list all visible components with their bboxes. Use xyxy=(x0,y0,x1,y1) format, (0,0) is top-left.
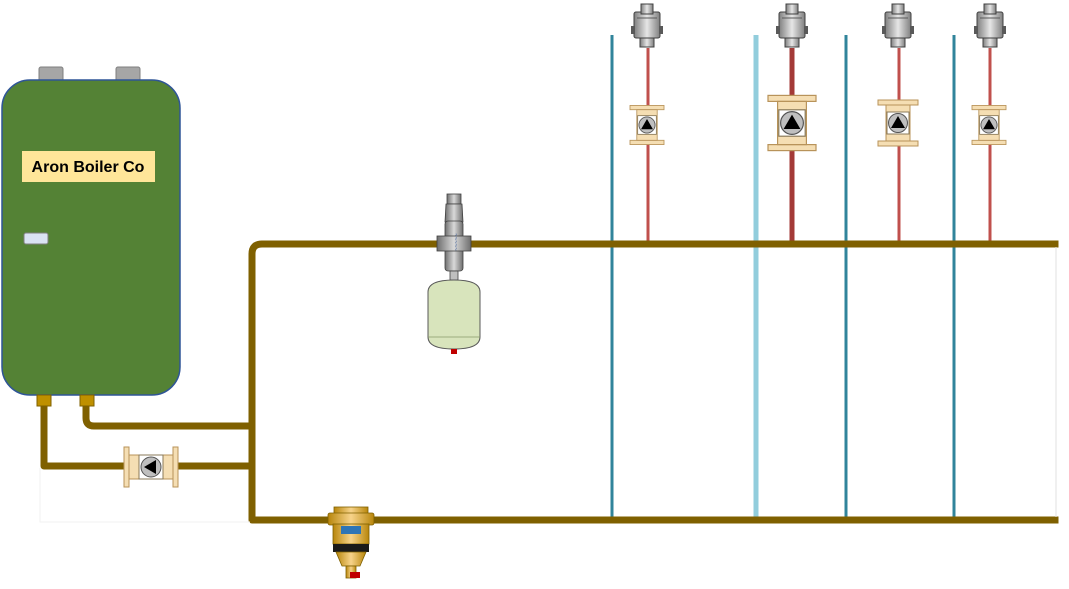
zone-circulator-2[interactable] xyxy=(767,94,817,152)
zone-valve-3[interactable] xyxy=(881,3,915,48)
primary-supply-pipe xyxy=(248,240,1059,524)
boiler-fitting-left xyxy=(36,394,52,407)
boiler-supply-pipe xyxy=(82,399,256,430)
air-separator-icon: ~~~~~ xyxy=(452,233,458,251)
zone-valve-4[interactable] xyxy=(973,3,1007,48)
boiler-base-outline xyxy=(39,468,250,523)
boiler-indicator xyxy=(23,232,49,245)
boiler-label-box xyxy=(22,151,155,182)
zone-circulator-1[interactable] xyxy=(629,105,665,145)
boiler-return-pipe xyxy=(40,399,256,470)
boiler[interactable]: Aron Boiler Co xyxy=(1,66,181,407)
expansion-tank[interactable] xyxy=(427,270,481,354)
boiler-circulator[interactable] xyxy=(123,446,179,488)
zone-valve-1[interactable] xyxy=(630,3,664,48)
zone-valve-2[interactable] xyxy=(775,3,809,48)
zone-circulator-4[interactable] xyxy=(971,105,1007,145)
zone-circulator-3[interactable] xyxy=(877,99,919,147)
dirt-separator[interactable] xyxy=(327,506,375,579)
dirt-separator-icon xyxy=(341,526,361,534)
boiler-fitting-right xyxy=(79,394,95,407)
primary-loop xyxy=(40,240,1059,524)
flow-direction-arrow xyxy=(144,460,156,474)
air-separator[interactable]: ~~~~~ xyxy=(436,193,472,272)
boiler-label: Aron Boiler Co xyxy=(32,159,145,176)
